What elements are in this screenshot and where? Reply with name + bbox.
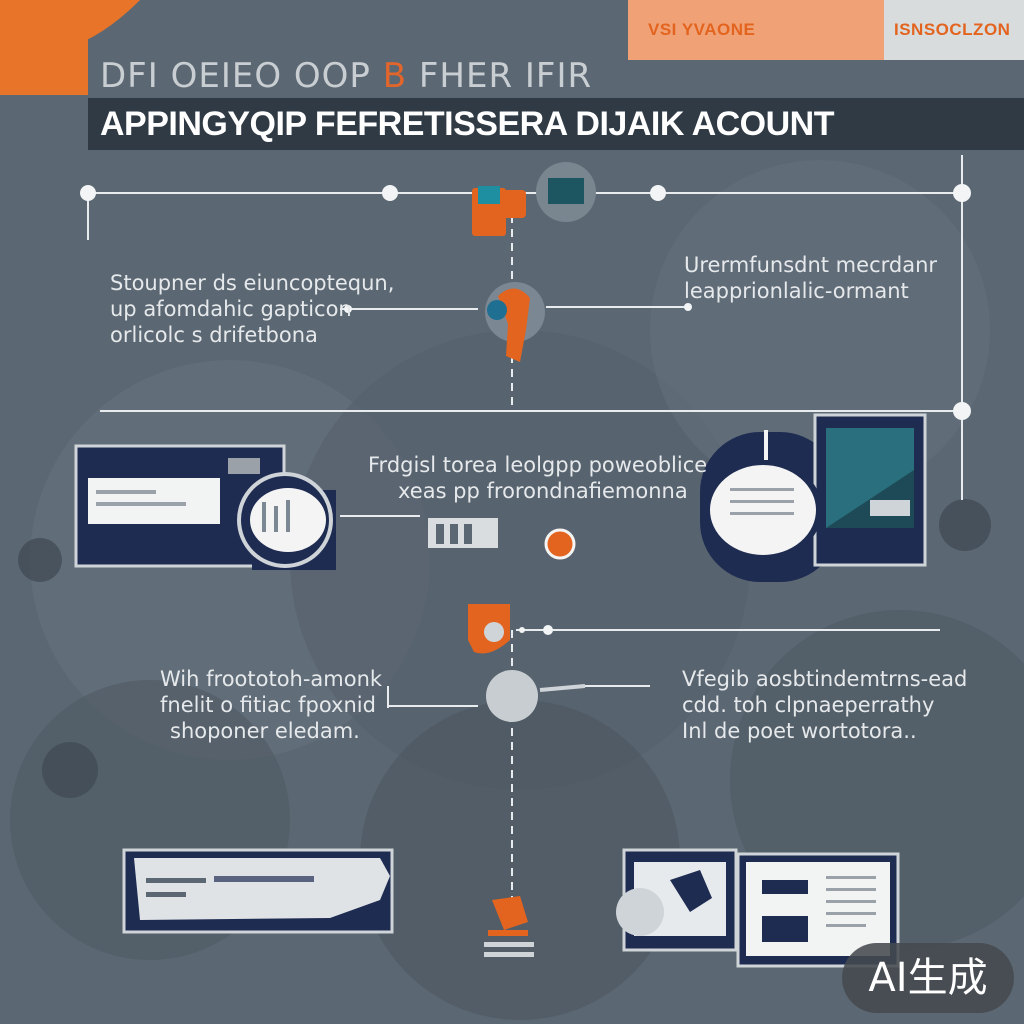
callout-line: fnelit o fitiac fpoxnid [160,693,376,717]
header-tab-right-label: ISNSOCLZON [894,20,1011,39]
callout-bottom-right: Vfegib aosbtindemtrns-ead cdd. toh clpna… [682,666,967,744]
connector-nodes [80,184,971,635]
callout-line: Stoupner ds eiuncoptequn, [110,271,395,295]
callout-middle: Frdgisl torea leolgpp poweoblice xeas pp… [368,452,707,504]
title-bar [88,98,1024,150]
page-subtitle-part-b: FHER IFIR [407,56,593,96]
page-subtitle: DFI OEIEO OOP B FHER IFIR [100,56,592,96]
monitor-panel-right [700,413,927,582]
callout-line: Inl de poet wortotora.. [682,719,917,743]
monitor-panel-left [74,444,336,570]
header-tab-left: VSI YVAONE [628,0,884,60]
page-title: APPINGYQIP FEFRETISSERA DIJAIK ACOUNT [100,105,835,143]
magnifier-icon [486,670,586,722]
callout-line: up afomdahic gapticon [110,297,352,321]
page-subtitle-part-a: DFI OEIEO OOP [100,56,383,96]
callout-top-left: Stoupner ds eiuncoptequn, up afomdahic g… [110,270,394,348]
shield-icon [468,604,510,654]
callout-line: cdd. toh clpnaeperrathy [682,693,935,717]
document-panel-right [616,848,900,968]
header-tab-right: ISNSOCLZON [884,0,1024,60]
gear-icon [428,518,576,560]
callout-line: Vfegib aosbtindemtrns-ead [682,667,968,691]
device-icon [472,162,596,236]
callout-line: xeas pp frorondnafiemonna [398,479,688,503]
callout-top-right: Urermfunsdnt mecrdanr leapprionlalic-orm… [684,252,937,304]
ai-generated-badge: AI生成 [842,943,1014,1013]
callout-line: shoponer eledam. [170,719,360,743]
wrench-icon [485,282,545,362]
callout-line: orlicolc s drifetbona [110,323,318,347]
callout-line: Urermfunsdnt mecrdanr [684,253,938,277]
callout-line: Frdgisl torea leolgpp poweoblice [368,453,708,477]
plug-icon [484,896,534,957]
callout-bottom-left: Wih froototoh-amonk fnelit o fitiac fpox… [160,666,382,744]
page-subtitle-accent: B [382,56,408,96]
callout-line: leapprionlalic-ormant [684,279,909,303]
header-tab-left-label: VSI YVAONE [648,20,756,39]
callout-line: Wih froototoh-amonk [160,667,383,691]
document-panel-left [122,848,394,934]
